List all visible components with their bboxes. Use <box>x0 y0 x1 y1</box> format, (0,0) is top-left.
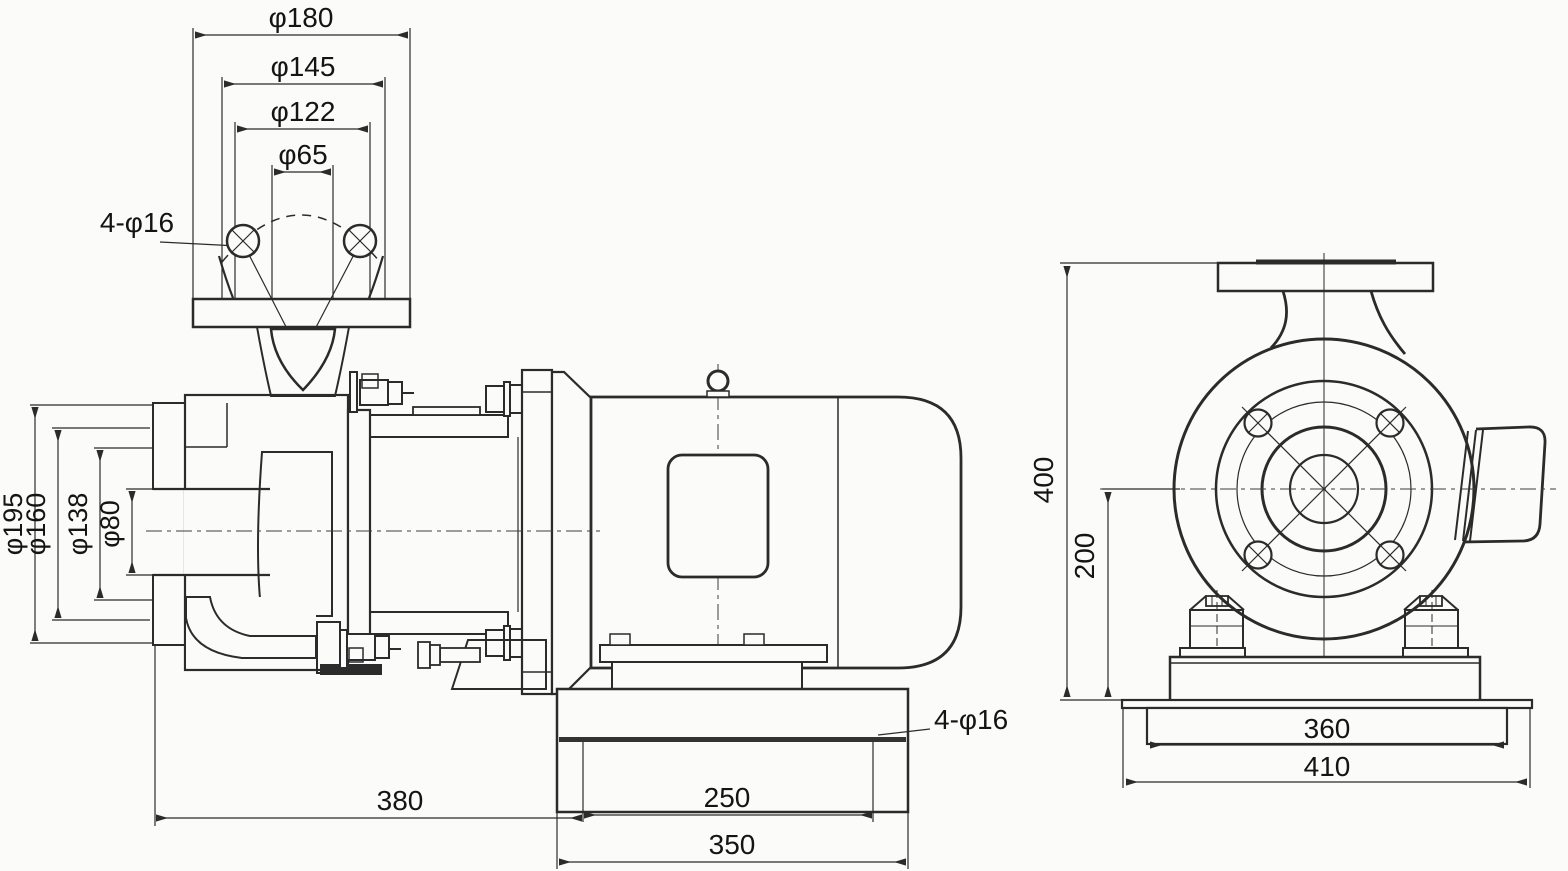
support-bracket <box>1454 425 1547 544</box>
casing-cover-plate <box>346 408 372 642</box>
front-bolt-holes <box>1243 408 1405 570</box>
dim-label-410: 410 <box>1304 751 1351 782</box>
flange-edge-arc-right <box>367 255 385 299</box>
dim-label-350: 350 <box>709 829 756 860</box>
dim-discharge-flange-od: φ180 <box>192 2 411 298</box>
discharge-flange-front <box>1216 259 1435 355</box>
motor-foot-block <box>611 661 803 690</box>
eye-bolt <box>706 369 730 393</box>
callout-discharge-bolt-holes: 4-φ16 <box>100 207 239 247</box>
dim-label-phi80: φ80 <box>95 500 125 548</box>
dim-label-400: 400 <box>1028 457 1059 504</box>
casing-bolt-top <box>349 371 414 413</box>
suction-flange-section <box>152 402 186 646</box>
motor-flange <box>520 368 593 696</box>
callout-base-bolt-holes: 4-φ16 <box>877 704 1008 736</box>
dim-suction-flange-od: φ195 <box>0 404 153 644</box>
dim-label-phi122: φ122 <box>271 96 336 127</box>
dim-label-360: 360 <box>1304 713 1351 744</box>
dim-base-outer-410: 410 <box>1122 708 1531 788</box>
dim-flange-to-bolt-380: 380 <box>154 645 582 826</box>
impeller-chamber <box>257 451 333 617</box>
drive-end-adapter <box>550 370 593 696</box>
casing-circles <box>1100 253 1556 658</box>
motor-foot-plate <box>599 644 828 663</box>
pump-foot <box>417 639 547 690</box>
baseplate-front <box>1120 655 1534 746</box>
dim-bolt-spacing-250: 250 <box>584 782 872 819</box>
flange-edge-arc-left <box>217 255 235 299</box>
pump-foot-front-left <box>1179 590 1246 658</box>
tube-wall-bottom <box>369 611 509 635</box>
dim-suction-bore: φ80 <box>95 488 190 576</box>
left-view-section: φ180 φ145 φ122 φ65 4-φ16 <box>0 2 1008 869</box>
flange-stud-bottom <box>485 625 523 661</box>
dim-discharge-bore: φ65 <box>271 139 334 298</box>
dim-label-250: 250 <box>704 782 751 813</box>
dim-label-phi180: φ180 <box>269 2 334 33</box>
dim-label-phi138: φ138 <box>63 493 93 556</box>
dim-suction-bolt-circle: φ160 <box>21 427 150 621</box>
pump-foot-front-right <box>1402 590 1469 658</box>
casing-bolt-bottom <box>339 629 401 669</box>
bearing-tube <box>369 406 525 635</box>
dim-label-phi145: φ145 <box>271 51 336 82</box>
dim-base-length-350: 350 <box>556 812 909 869</box>
boss-cap <box>320 664 382 675</box>
anchor-slot-band <box>559 737 906 742</box>
right-view-front: 400 200 360 410 <box>1028 253 1556 788</box>
tube-wall-top <box>369 414 509 438</box>
dim-label-200: 200 <box>1069 533 1100 580</box>
dim-base-inner-360: 360 <box>1150 713 1504 749</box>
junction-box <box>666 453 770 579</box>
dim-label-phi195: φ195 <box>0 493 28 556</box>
motor-outline <box>589 364 963 690</box>
dim-label-phi160: φ160 <box>21 493 51 556</box>
discharge-passage <box>269 327 337 392</box>
dim-label-phi65: φ65 <box>278 139 327 170</box>
dim-discharge-bolt-circle: φ145 <box>221 51 386 298</box>
callout-label-top: 4-φ16 <box>100 207 174 238</box>
dim-suction-raised-face: φ138 <box>63 447 152 601</box>
volute-casing-section <box>153 393 382 675</box>
dim-discharge-raised-face: φ122 <box>234 96 371 298</box>
callout-label-base: 4-φ16 <box>934 704 1008 735</box>
dim-label-380: 380 <box>377 785 424 816</box>
dim-centerline-height-200: 200 <box>1069 488 1180 697</box>
dim-height-400: 400 <box>1028 262 1218 701</box>
baseplate-side <box>555 687 910 822</box>
flange-plate <box>191 297 412 329</box>
motor-body <box>589 395 963 670</box>
discharge-flange-section <box>191 214 412 397</box>
flange-stud-top <box>485 381 523 417</box>
